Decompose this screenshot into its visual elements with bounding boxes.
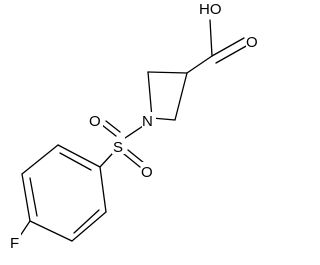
bond-s-o1-b bbox=[105, 120, 121, 133]
azetidine-ring bbox=[147, 71, 188, 121]
bond-s-o2-b bbox=[127, 149, 145, 164]
atom-label-carboxyl-o: O bbox=[246, 34, 258, 51]
atom-label-ho: HO bbox=[199, 1, 222, 18]
label-bg-f bbox=[9, 233, 21, 250]
bond-c-f bbox=[19, 220, 31, 237]
bond-c-o-double-a bbox=[211, 37, 245, 57]
bond-c-o-double-b bbox=[215, 44, 249, 64]
atom-label-n: N bbox=[142, 113, 153, 130]
aryl-inner-bond-3 bbox=[73, 209, 100, 234]
bond-c-oh bbox=[209, 19, 213, 57]
aryl-bond-1 bbox=[57, 144, 101, 168]
label-bg-carboxyl-o bbox=[246, 32, 260, 49]
atom-label-sulfonyl-o1: O bbox=[89, 113, 101, 130]
aryl-bond-6 bbox=[99, 166, 107, 213]
ring-bond-c3-c4 bbox=[174, 72, 188, 121]
atom-label-sulfonyl-o2: O bbox=[141, 164, 153, 181]
bond-c3-carboxyl bbox=[186, 55, 213, 74]
bond-s-o1-a bbox=[101, 124, 117, 137]
atom-label-f: F bbox=[10, 235, 19, 252]
ring-bond-n-c2 bbox=[147, 71, 153, 119]
atom-label-s: S bbox=[113, 139, 123, 156]
label-bg-s bbox=[112, 137, 125, 154]
label-bg-n bbox=[142, 112, 156, 128]
aryl-inner-bond-2 bbox=[29, 177, 38, 217]
aryl-bond-2 bbox=[21, 144, 59, 175]
bond-s-o2-a bbox=[123, 153, 141, 168]
aryl-bond-3 bbox=[21, 173, 31, 222]
fluorophenyl-ring bbox=[19, 144, 107, 242]
bond-s-aryl bbox=[99, 153, 113, 168]
atom-labels: HO O N S O O F bbox=[9, 0, 260, 252]
ring-bond-c2-c3 bbox=[147, 71, 188, 74]
aryl-bond-4 bbox=[29, 220, 73, 242]
label-bg-sulfonyl-o2 bbox=[141, 162, 155, 179]
label-bg-sulfonyl-o1 bbox=[89, 111, 103, 128]
structure-diagram: HO O N S O O F bbox=[9, 0, 260, 252]
label-bg-ho bbox=[199, 0, 223, 17]
aryl-bond-5 bbox=[71, 211, 107, 242]
carboxylic-acid-group bbox=[186, 19, 249, 74]
aryl-inner-bond-1 bbox=[59, 152, 92, 171]
